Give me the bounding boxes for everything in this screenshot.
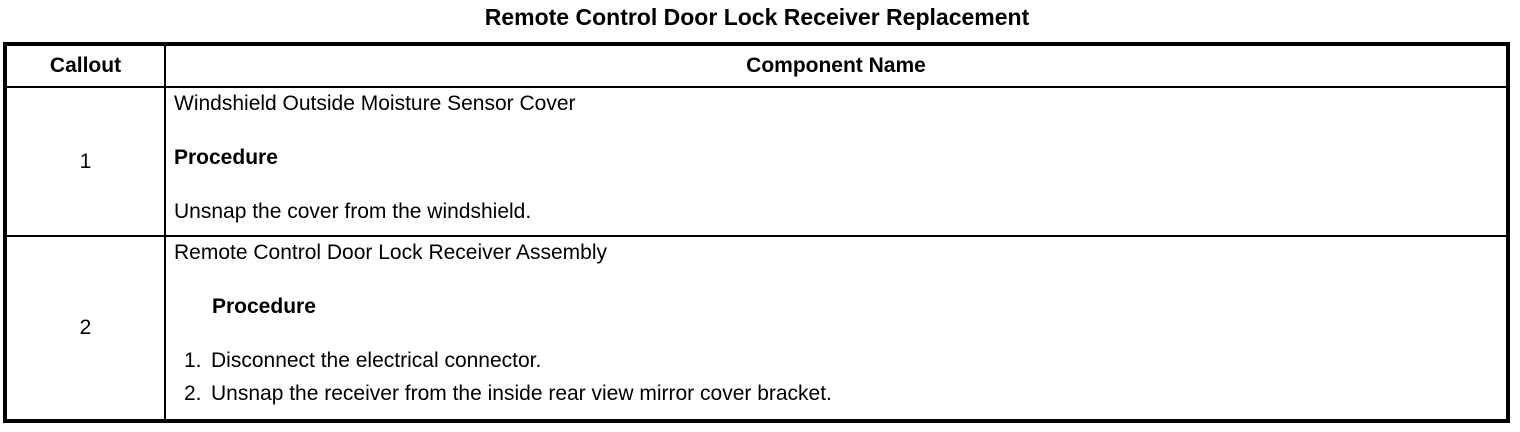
procedure-step: 2. Unsnap the receiver from the inside r… — [184, 382, 1496, 406]
procedure-step: 1. Disconnect the electrical connector. — [184, 349, 1496, 373]
component-cell: Remote Control Door Lock Receiver Assemb… — [164, 235, 1509, 422]
document-title: Remote Control Door Lock Receiver Replac… — [484, 4, 1030, 30]
component-name-text: Windshield Outside Moisture Sensor Cover — [174, 92, 576, 115]
step-number: 1. — [184, 349, 202, 372]
table-row: 2 Remote Control Door Lock Receiver Asse… — [4, 235, 1509, 422]
callout-number: 1 — [4, 86, 166, 237]
callout-number: 2 — [4, 235, 166, 422]
component-name-text: Remote Control Door Lock Receiver Assemb… — [174, 241, 608, 264]
procedure-heading: Procedure — [212, 295, 316, 318]
table-row: 1 Windshield Outside Moisture Sensor Cov… — [4, 86, 1509, 237]
procedure-instruction: Unsnap the cover from the windshield. — [174, 200, 532, 223]
component-name-column-header: Component Name — [164, 43, 1509, 88]
component-cell: Windshield Outside Moisture Sensor Cover… — [164, 86, 1509, 237]
step-text: Unsnap the receiver from the inside rear… — [211, 382, 832, 405]
step-text: Disconnect the electrical connector. — [211, 349, 542, 372]
callout-component-table: Callout Component Name 1 Windshield Outs… — [3, 42, 1510, 423]
procedure-heading: Procedure — [174, 146, 278, 169]
step-number: 2. — [184, 382, 202, 405]
table-header-row: Callout Component Name — [4, 43, 1509, 88]
callout-column-header: Callout — [4, 43, 166, 88]
procedure-step-list: 1. Disconnect the electrical connector. … — [174, 349, 1496, 406]
